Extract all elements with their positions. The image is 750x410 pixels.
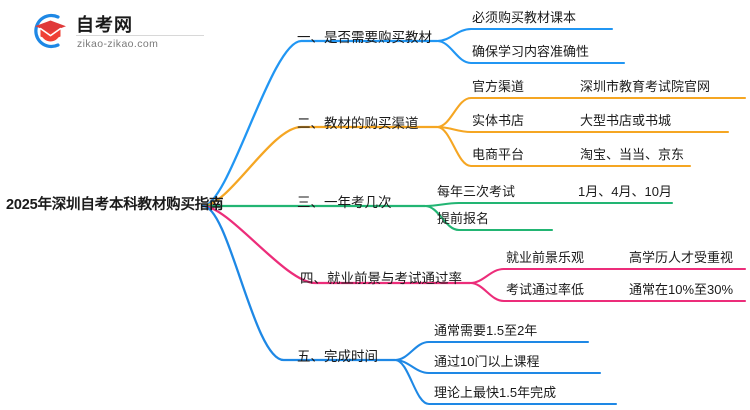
leaf-label-3-1[interactable]: 1月、4月、10月 [578, 184, 672, 199]
leaf-label-4-1[interactable]: 高学历人才受重视 [629, 250, 734, 265]
child-label-2-3[interactable]: 电商平台 [472, 147, 525, 162]
child-label-2-2[interactable]: 实体书店 [472, 113, 525, 128]
mindmap-root-label[interactable]: 2025年深圳自考本科教材购买指南 [6, 197, 224, 213]
branch-connector-4 [201, 204, 472, 285]
logo-domain: zikao-zikao.com [77, 38, 159, 50]
child-connector-4-1 [468, 267, 747, 285]
branch-label-1[interactable]: 一、是否需要购买教材 [297, 30, 432, 45]
leaf-label-2-1[interactable]: 深圳市教育考试院官网 [580, 79, 711, 94]
child-connector-1-1 [435, 27, 614, 43]
leaf-label-4-2[interactable]: 通常在10%至30% [629, 282, 734, 297]
leaf-label-2-3[interactable]: 淘宝、当当、京东 [580, 147, 685, 162]
child-connector-4-2 [468, 281, 747, 303]
branch-connector-5 [201, 204, 397, 362]
branch-connector-1 [201, 39, 439, 208]
child-connector-3-2 [423, 204, 554, 232]
child-connector-3-1 [423, 201, 674, 208]
branch-label-3[interactable]: 三、一年考几次 [297, 195, 392, 210]
child-label-4-2[interactable]: 考试通过率低 [506, 282, 585, 297]
site-logo[interactable]: 自考网 zikao-zikao.com [28, 9, 213, 53]
child-label-5-3[interactable]: 理论上最快1.5年完成 [434, 385, 557, 400]
child-connector-5-3 [393, 358, 618, 406]
logo-text-block: 自考网 zikao-zikao.com [76, 10, 208, 52]
child-connector-2-1 [435, 96, 747, 129]
branch-connector-2 [201, 125, 439, 208]
child-label-5-1[interactable]: 通常需要1.5至2年 [434, 323, 538, 338]
branch-label-5[interactable]: 五、完成时间 [297, 349, 378, 364]
child-label-1-1[interactable]: 必须购买教材课本 [472, 10, 577, 25]
child-connector-5-1 [393, 340, 590, 362]
child-label-5-2[interactable]: 通过10门以上课程 [434, 354, 540, 369]
logo-divider [76, 35, 204, 36]
graduation-cap-icon [34, 13, 66, 49]
child-connector-1-2 [435, 39, 626, 65]
child-label-3-2[interactable]: 提前报名 [437, 211, 490, 226]
child-connector-2-3 [435, 125, 692, 168]
child-label-4-1[interactable]: 就业前景乐观 [506, 250, 585, 265]
child-label-3-1[interactable]: 每年三次考试 [437, 184, 516, 199]
leaf-label-2-2[interactable]: 大型书店或书城 [580, 113, 672, 128]
branch-label-4[interactable]: 四、就业前景与考试通过率 [300, 271, 462, 286]
child-label-2-1[interactable]: 官方渠道 [472, 79, 525, 94]
branch-label-2[interactable]: 二、教材的购买渠道 [297, 116, 419, 131]
logo-title: 自考网 [76, 15, 133, 35]
child-label-1-2[interactable]: 确保学习内容准确性 [472, 44, 590, 59]
